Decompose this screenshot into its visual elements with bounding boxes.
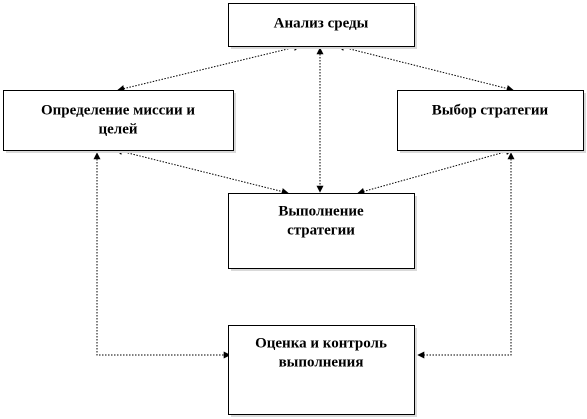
node-execution-label-line: стратегии: [287, 222, 355, 238]
edge-choice-evaluation: [417, 152, 515, 359]
node-mission-label-line: Определение миссии и: [41, 102, 195, 118]
edges-layer: [93, 44, 515, 359]
node-execution-box: [228, 193, 415, 269]
node-analysis: Анализ среды: [228, 3, 417, 49]
node-analysis-box: [228, 3, 415, 47]
edge-analysis-choice: [337, 44, 514, 92]
edge-mission-execution: [115, 148, 289, 195]
node-evaluation: Оценка и контроль выполнения: [228, 325, 417, 417]
node-execution-label-line: Выполнение: [278, 203, 364, 219]
node-evaluation-label-line: выполнения: [279, 354, 364, 370]
node-mission-label-line: целей: [98, 121, 137, 137]
node-evaluation-label-line: Оценка и контроль: [255, 335, 387, 351]
node-mission-box: [3, 90, 234, 151]
edge-choice-execution: [357, 148, 513, 195]
node-mission: Определение миссии и целей: [3, 90, 236, 153]
node-choice: Выбор стратегии: [397, 90, 586, 153]
edge-mission-evaluation: [93, 152, 231, 359]
node-analysis-label-line: Анализ среды: [274, 15, 369, 31]
node-choice-box: [397, 90, 584, 151]
node-execution: Выполнение стратегии: [228, 193, 417, 271]
edge-analysis-mission: [117, 44, 301, 92]
node-evaluation-box: [228, 325, 415, 415]
node-choice-label-line: Выбор стратегии: [432, 102, 549, 118]
